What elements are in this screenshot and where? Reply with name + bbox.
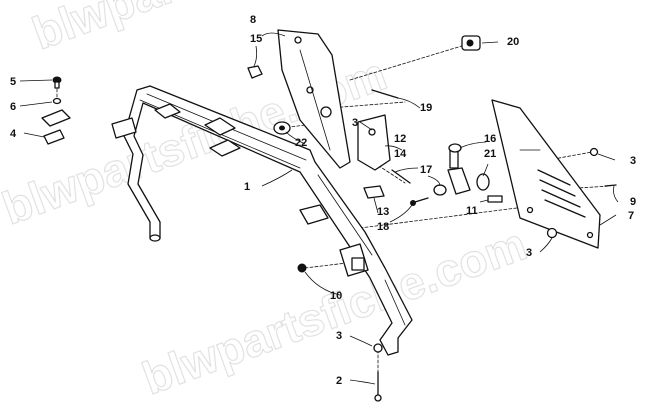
callout-3-plate-lower: 3: [526, 247, 532, 259]
grommet-15: [247, 65, 263, 79]
callout-7: 7: [628, 210, 634, 222]
callout-3-plate-upper: 3: [630, 155, 636, 167]
bushing-22: [273, 121, 291, 135]
bolt-11: [487, 195, 503, 203]
callout-3-bracket: 3: [352, 117, 358, 129]
callout-19: 19: [420, 102, 432, 114]
callout-5: 5: [10, 76, 16, 88]
callout-11: 11: [466, 205, 478, 217]
callout-14: 14: [394, 148, 407, 160]
callout-2: 2: [336, 375, 342, 387]
callout-22: 22: [295, 137, 307, 149]
callout-13: 13: [377, 206, 389, 218]
watermark: blwpartsfiche.com blwpartsfiche.com blwp…: [0, 0, 534, 405]
nut: [546, 227, 558, 239]
bushing-20: [461, 35, 481, 51]
nut: [373, 343, 383, 353]
callout-4: 4: [10, 128, 17, 140]
plate-slots: [537, 169, 586, 218]
frame-clamp: [111, 117, 137, 139]
callout-12: 12: [394, 133, 406, 145]
triangular-side-plate: [491, 99, 601, 249]
pin-19: [371, 89, 399, 99]
bolt-2: [374, 371, 382, 402]
screw-9: [604, 184, 617, 187]
clamp-hardware: [41, 76, 71, 145]
callout-21: 21: [484, 148, 496, 160]
callout-10: 10: [330, 290, 342, 302]
upright-mount-plate: [277, 29, 351, 169]
callout-3-frame: 3: [336, 330, 342, 342]
l-bracket-12: [357, 114, 391, 171]
watermark-text: blwpartsfiche.com: [136, 217, 533, 404]
watermark-text: blwpartsfiche.com: [26, 0, 423, 59]
callout-18: 18: [377, 221, 389, 233]
callout-8: 8: [250, 14, 256, 26]
callout-labels: 1 2 3 3 3 3 4 5 6 7 8 9 10 11 12 13 14 1…: [10, 14, 636, 387]
linkage-assembly: [433, 143, 490, 196]
callout-15: 15: [250, 33, 262, 45]
screw-18: [410, 197, 429, 206]
pin-14: [391, 169, 411, 184]
callout-1: 1: [244, 181, 250, 193]
callout-9: 9: [630, 196, 636, 208]
leader-lines: [19, 32, 619, 385]
clip-13: [363, 185, 385, 199]
nut: [589, 147, 599, 157]
nut-10: [297, 263, 307, 273]
callout-20: 20: [507, 36, 519, 48]
callout-16: 16: [484, 133, 496, 145]
callout-6: 6: [10, 101, 16, 113]
callout-17: 17: [420, 164, 432, 176]
